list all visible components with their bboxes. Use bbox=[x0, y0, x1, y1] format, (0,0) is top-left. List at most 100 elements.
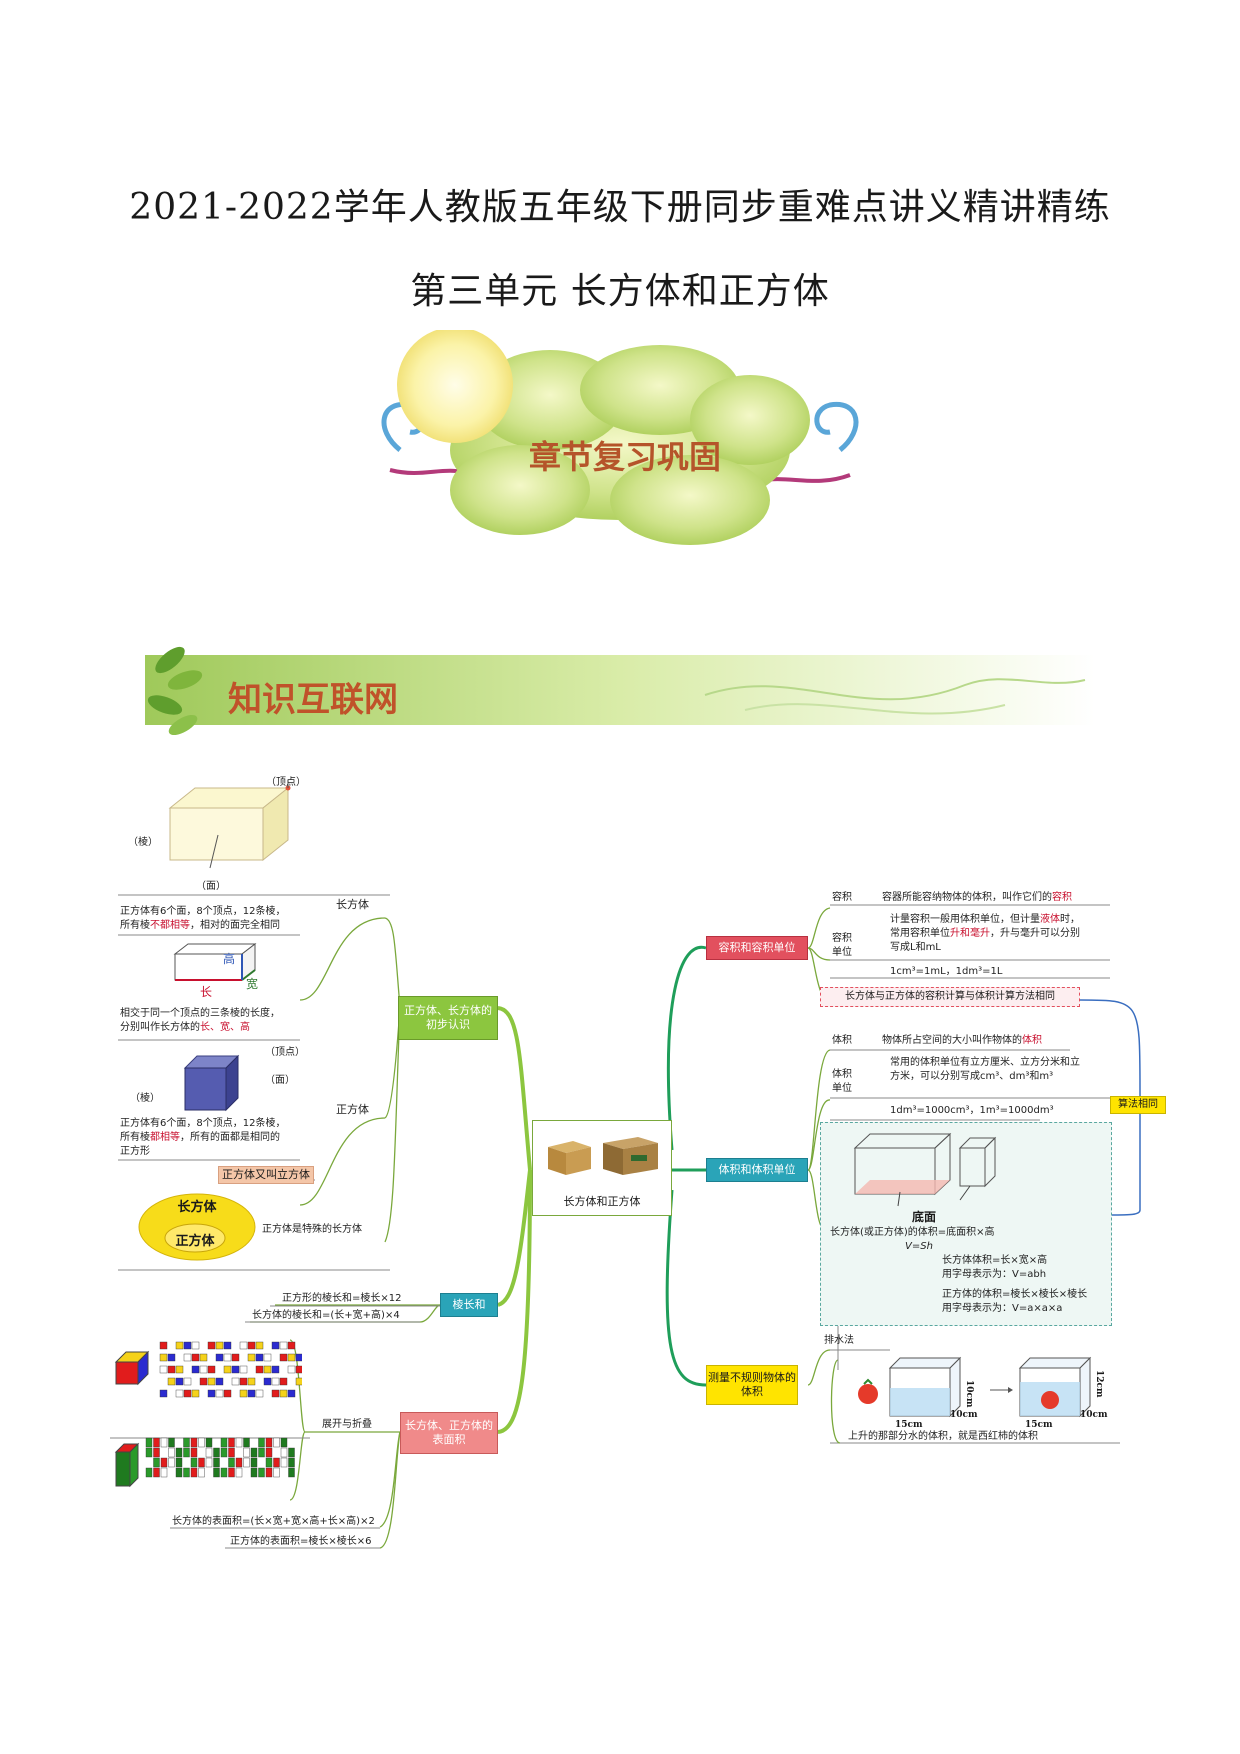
net-strip bbox=[183, 1467, 190, 1478]
chapter-banner-label: 章节复习巩固 bbox=[528, 438, 721, 476]
net-strip bbox=[153, 1447, 160, 1458]
net-square bbox=[247, 1341, 256, 1350]
net-square bbox=[231, 1365, 240, 1374]
dim-15cm-b: 15cm bbox=[1025, 1420, 1053, 1430]
net-strip bbox=[168, 1457, 175, 1468]
net-square bbox=[287, 1353, 296, 1362]
net-square bbox=[223, 1353, 232, 1362]
net-strip bbox=[288, 1457, 295, 1468]
node-capacity[interactable]: 容积和容积单位 bbox=[706, 936, 808, 960]
net-square bbox=[295, 1365, 302, 1374]
net-square bbox=[199, 1353, 208, 1362]
capacity-unit-tag-2: 单位 bbox=[832, 947, 852, 958]
net-strip bbox=[213, 1447, 220, 1458]
net-strip bbox=[190, 1467, 198, 1478]
dim-10cm-b: 10cm bbox=[1080, 1410, 1108, 1420]
net-strip bbox=[168, 1437, 175, 1448]
dim-12cm-height: 12cm bbox=[1094, 1370, 1104, 1398]
cube-face-tag: （面） bbox=[265, 1075, 295, 1086]
edge-tag: （棱） bbox=[128, 837, 158, 848]
net-square bbox=[159, 1353, 168, 1362]
node-irregular-volume[interactable]: 测量不规则物体的体积 bbox=[706, 1365, 798, 1405]
net-square bbox=[255, 1353, 264, 1362]
net-strip bbox=[145, 1467, 153, 1478]
net-strip bbox=[153, 1467, 160, 1478]
node-volume[interactable]: 体积和体积单位 bbox=[706, 1158, 808, 1182]
main-branches-right bbox=[665, 945, 707, 1387]
net-strip bbox=[250, 1457, 258, 1468]
net-strip bbox=[198, 1437, 205, 1448]
capacity-unit-text-3: 写成L和mL bbox=[890, 942, 941, 953]
net-strip bbox=[265, 1437, 273, 1448]
net-square bbox=[279, 1389, 288, 1398]
node-edge-sum[interactable]: 棱长和 bbox=[440, 1293, 498, 1317]
net-square bbox=[207, 1389, 216, 1398]
net-strip bbox=[243, 1437, 250, 1448]
net-square bbox=[215, 1341, 224, 1350]
net-strip bbox=[205, 1457, 213, 1468]
net-square bbox=[279, 1353, 288, 1362]
inclusion-ellipse bbox=[138, 1193, 256, 1261]
branch-cuboid-label: 长方体 bbox=[336, 898, 369, 911]
displacement-method: 排水法 bbox=[824, 1335, 854, 1346]
center-node: 长方体和正方体 bbox=[532, 1120, 672, 1216]
net-square bbox=[215, 1353, 224, 1362]
net-square bbox=[255, 1365, 264, 1374]
net-square bbox=[271, 1377, 280, 1386]
net-square bbox=[247, 1389, 256, 1398]
net-strip bbox=[235, 1467, 243, 1478]
net-strip bbox=[190, 1457, 198, 1468]
ellipse-inner-label: 正方体 bbox=[175, 1234, 215, 1249]
edge-sum-cuboid: 长方体的棱长和=(长+宽+高)×4 bbox=[252, 1310, 400, 1321]
node-surface-area[interactable]: 长方体、正方体的表面积 bbox=[400, 1412, 498, 1454]
net-square bbox=[263, 1353, 272, 1362]
net-square bbox=[183, 1341, 192, 1350]
node-basic-recognition[interactable]: 正方体、长方体的初步认识 bbox=[398, 996, 498, 1040]
net-square bbox=[239, 1341, 248, 1350]
tomato-in-water-icon bbox=[1041, 1391, 1059, 1409]
net-square bbox=[263, 1365, 272, 1374]
net-square bbox=[239, 1365, 248, 1374]
net-square bbox=[295, 1353, 302, 1362]
net-square bbox=[191, 1389, 200, 1398]
net-square bbox=[215, 1377, 224, 1386]
net-strip bbox=[243, 1457, 250, 1468]
net-square bbox=[255, 1389, 264, 1398]
volume-unit-text-1: 常用的体积单位有立方厘米、立方分米和立 bbox=[890, 1057, 1080, 1068]
net-square bbox=[239, 1389, 248, 1398]
net-strip bbox=[228, 1457, 235, 1468]
net-strip bbox=[258, 1447, 265, 1458]
net-square bbox=[159, 1341, 168, 1350]
net-strip bbox=[160, 1457, 168, 1468]
net-square bbox=[215, 1389, 224, 1398]
net-square bbox=[223, 1389, 232, 1398]
net-strip bbox=[288, 1447, 295, 1458]
branch-cube-label: 正方体 bbox=[336, 1103, 369, 1116]
volume-def-tag: 体积 bbox=[832, 1035, 852, 1046]
face-tag: （面） bbox=[196, 881, 226, 892]
net-strip bbox=[198, 1467, 205, 1478]
net-strip bbox=[288, 1467, 295, 1478]
net-strip bbox=[220, 1447, 228, 1458]
net-square bbox=[191, 1365, 200, 1374]
capacity-def-text: 容器所能容纳物体的体积，叫作它们的容积 bbox=[882, 892, 1072, 903]
base-label: 底面 bbox=[912, 1210, 937, 1224]
net-square bbox=[271, 1365, 280, 1374]
net-square bbox=[279, 1341, 288, 1350]
net-strip bbox=[258, 1467, 265, 1478]
center-node-label: 长方体和正方体 bbox=[563, 1195, 641, 1208]
knowledge-banner-label: 知识互联网 bbox=[228, 680, 398, 720]
volume-cube-formula: 正方体的体积=棱长×棱长×棱长 bbox=[942, 1289, 1088, 1300]
net-square bbox=[175, 1377, 184, 1386]
net-strip bbox=[175, 1457, 183, 1468]
volume-unit-tag-1: 体积 bbox=[832, 1069, 852, 1080]
net-square bbox=[191, 1353, 200, 1362]
net-square bbox=[175, 1389, 184, 1398]
net-strip bbox=[175, 1467, 183, 1478]
net-strip bbox=[235, 1457, 243, 1468]
net-strip bbox=[145, 1437, 153, 1448]
net-strip bbox=[220, 1437, 228, 1448]
cuboid-figure bbox=[168, 780, 291, 869]
net-strip bbox=[280, 1447, 288, 1458]
